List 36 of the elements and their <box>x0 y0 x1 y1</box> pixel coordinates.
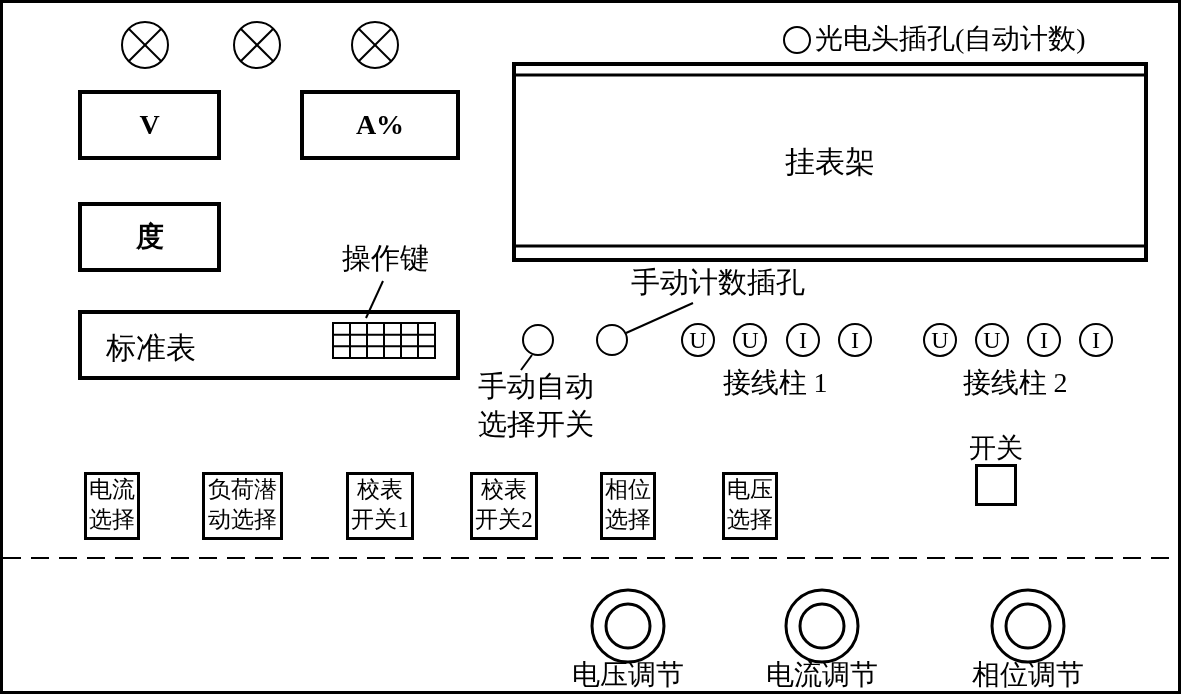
knob-label: 相位调节 <box>971 658 1085 692</box>
terminal-group-label: 接线柱 2 <box>961 366 1069 400</box>
terminal-post: U <box>733 323 767 357</box>
leader-line <box>365 280 384 319</box>
selector-button: 电压选择 <box>722 472 778 540</box>
selector-button: 负荷潜动选择 <box>202 472 283 540</box>
terminal-group-label: 接线柱 1 <box>721 366 829 400</box>
callout-label: 手动计数插孔 <box>618 264 818 304</box>
switch-label: 开关 <box>968 432 1024 465</box>
meter-display-box: V <box>78 90 221 160</box>
selector-button: 校表开关1 <box>346 472 414 540</box>
meter-rack: 挂表架 <box>512 62 1148 262</box>
terminal-post: U <box>975 323 1009 357</box>
terminal-post: I <box>1027 323 1061 357</box>
callout-label: 操作键 <box>330 240 440 280</box>
standard-meter-box <box>78 310 460 380</box>
socket-hole <box>596 324 628 356</box>
terminal-post: I <box>1079 323 1113 357</box>
selector-button: 电流选择 <box>84 472 140 540</box>
terminal-post: I <box>786 323 820 357</box>
meter-display-box: A% <box>300 90 460 160</box>
socket-label: 光电头插孔(自动计数) <box>815 22 1087 56</box>
selector-button: 校表开关2 <box>470 472 538 540</box>
leader-line <box>625 302 694 334</box>
terminal-post: U <box>923 323 957 357</box>
keypad-grid <box>332 322 436 359</box>
callout-label: 手动自动选择开关 <box>470 368 602 448</box>
knob-label: 电流调节 <box>765 658 879 692</box>
leader-line <box>520 354 533 371</box>
socket-hole <box>522 324 554 356</box>
knob-label: 电压调节 <box>571 658 685 692</box>
terminal-post: U <box>681 323 715 357</box>
meter-label: 标准表 <box>106 330 196 366</box>
terminal-post: I <box>838 323 872 357</box>
meter-display-box: 度 <box>78 202 221 272</box>
selector-button: 相位选择 <box>600 472 656 540</box>
